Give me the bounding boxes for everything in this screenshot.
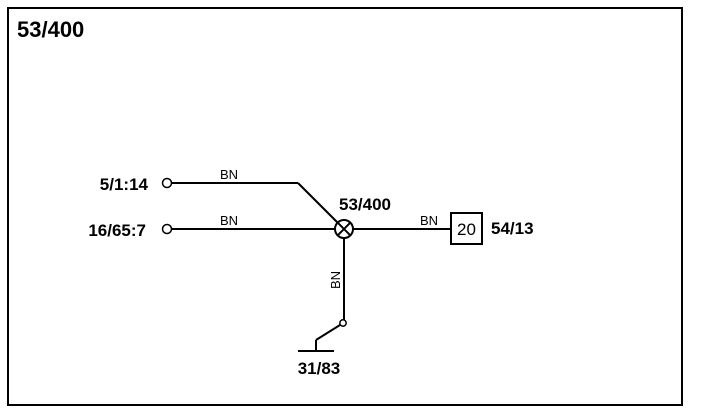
connector-label-middle: 16/65:7 (88, 221, 146, 240)
ground-switch-icon (298, 319, 347, 352)
connector-label-top: 5/1:14 (100, 175, 149, 194)
wire-color-top: BN (220, 167, 238, 182)
splice-junction-icon (334, 219, 354, 239)
component-pin-number: 20 (457, 220, 476, 239)
component-box (450, 212, 483, 245)
junction-label: 53/400 (339, 195, 391, 214)
component-label: 54/13 (491, 219, 534, 238)
wire-color-middle: BN (220, 213, 238, 228)
diagram-frame (7, 7, 683, 406)
wire-top-diagonal (297, 182, 340, 225)
connector-terminal-middle (161, 223, 173, 235)
wire-color-vertical: BN (328, 271, 343, 289)
wire-color-right: BN (420, 213, 438, 228)
diagram-title: 53/400 (17, 17, 84, 42)
ground-label: 31/83 (298, 359, 341, 378)
connector-terminal-top (161, 177, 173, 189)
